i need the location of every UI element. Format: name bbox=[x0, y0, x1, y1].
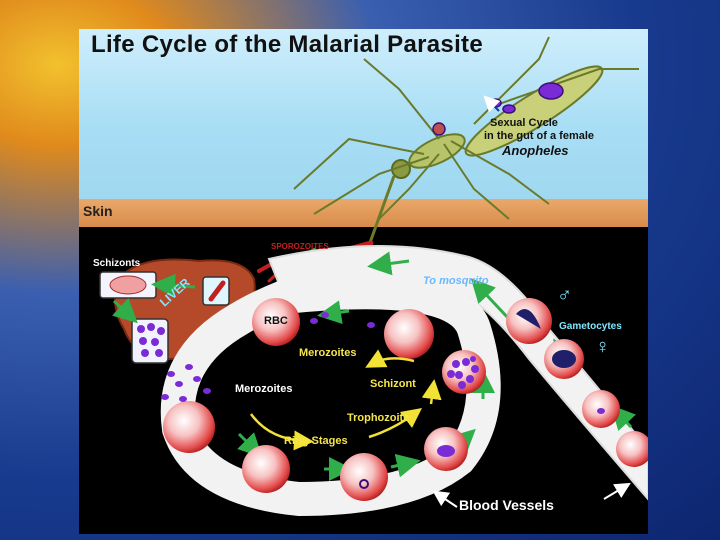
female-gametocyte-symbol: ♀ bbox=[595, 336, 610, 358]
gametocytes-label: Gametocytes bbox=[559, 321, 622, 332]
merozoites-top-label: Merozoites bbox=[299, 347, 357, 359]
schizont-label: Schizont bbox=[370, 378, 416, 390]
skin-label: Skin bbox=[83, 203, 113, 219]
to-mosquito-label: To mosquito bbox=[423, 275, 489, 287]
skin-layer bbox=[79, 199, 648, 227]
sexual-cycle-location-label: in the gut of a female bbox=[484, 130, 595, 142]
sporozoites-label: SPOROZOITES bbox=[271, 242, 329, 251]
merozoites-left-label: Merozoites bbox=[235, 383, 293, 395]
cycle-arrows bbox=[249, 349, 442, 451]
schizonts-label: Schizonts bbox=[93, 258, 141, 269]
liver bbox=[99, 258, 256, 364]
life-cycle-diagram bbox=[99, 36, 648, 517]
ring-stages-label: Ring Stages bbox=[284, 435, 348, 447]
trophozoite-label: Trophozoite bbox=[347, 412, 410, 424]
slide: Life Cycle of the Malarial Parasite Sexu… bbox=[79, 29, 648, 534]
anopheles-label: Anopheles bbox=[502, 143, 569, 158]
mosquito bbox=[293, 36, 639, 252]
slide-title: Life Cycle of the Malarial Parasite bbox=[91, 31, 483, 58]
male-gametocyte-symbol: ♂ bbox=[557, 284, 572, 306]
sexual-cycle-label: Sexual Cycle bbox=[490, 117, 558, 129]
red-blood-cells bbox=[161, 298, 648, 501]
blood-vessel-pointers bbox=[432, 482, 631, 508]
rbc-label: RBC bbox=[264, 315, 288, 327]
blood-vessels-label: Blood Vessels bbox=[459, 497, 554, 513]
